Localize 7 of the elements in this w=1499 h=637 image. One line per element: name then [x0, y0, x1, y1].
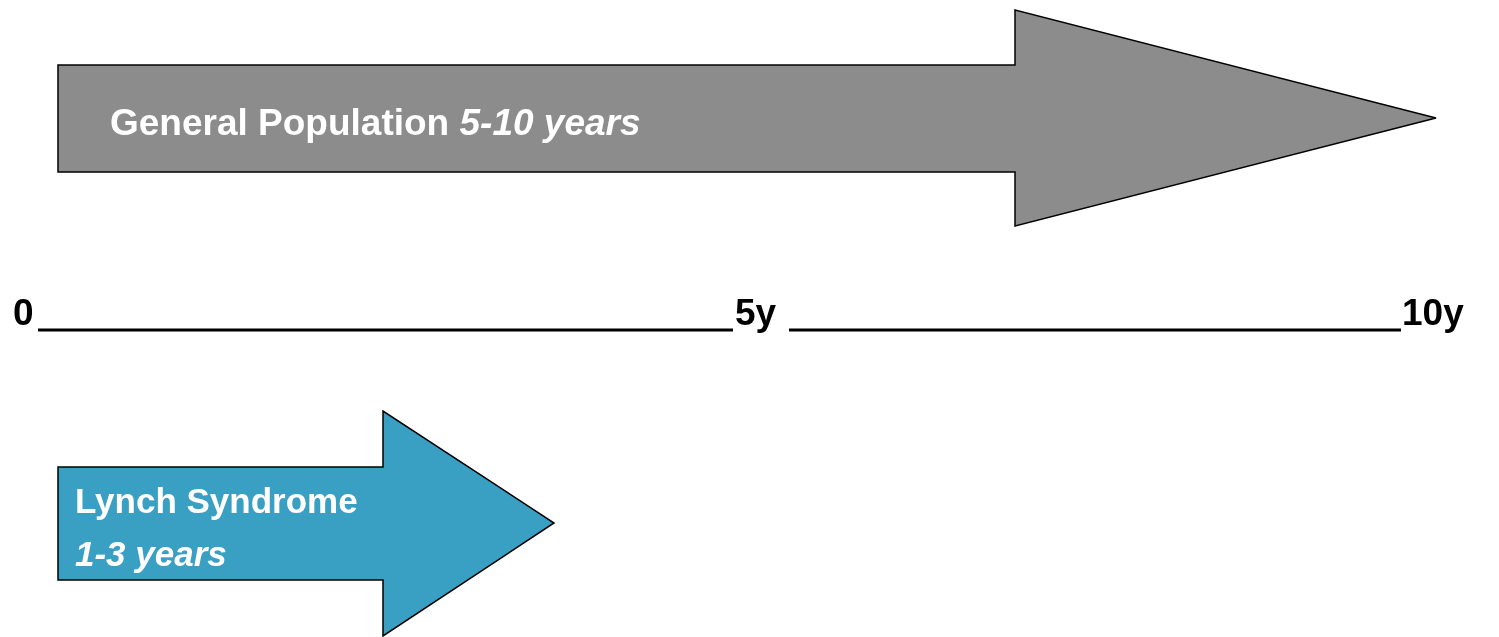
timeline-tick-label: 0	[13, 294, 34, 331]
arrow-label: General Population 5-10 years	[110, 101, 642, 145]
block-arrow	[56, 410, 556, 637]
timeline-tick-label: 5y	[735, 294, 777, 331]
arrow-label: Lynch Syndrome 1-3 years	[75, 480, 359, 575]
block-arrow	[56, 9, 1438, 227]
timeline-tick-label: 10y	[1402, 294, 1464, 331]
